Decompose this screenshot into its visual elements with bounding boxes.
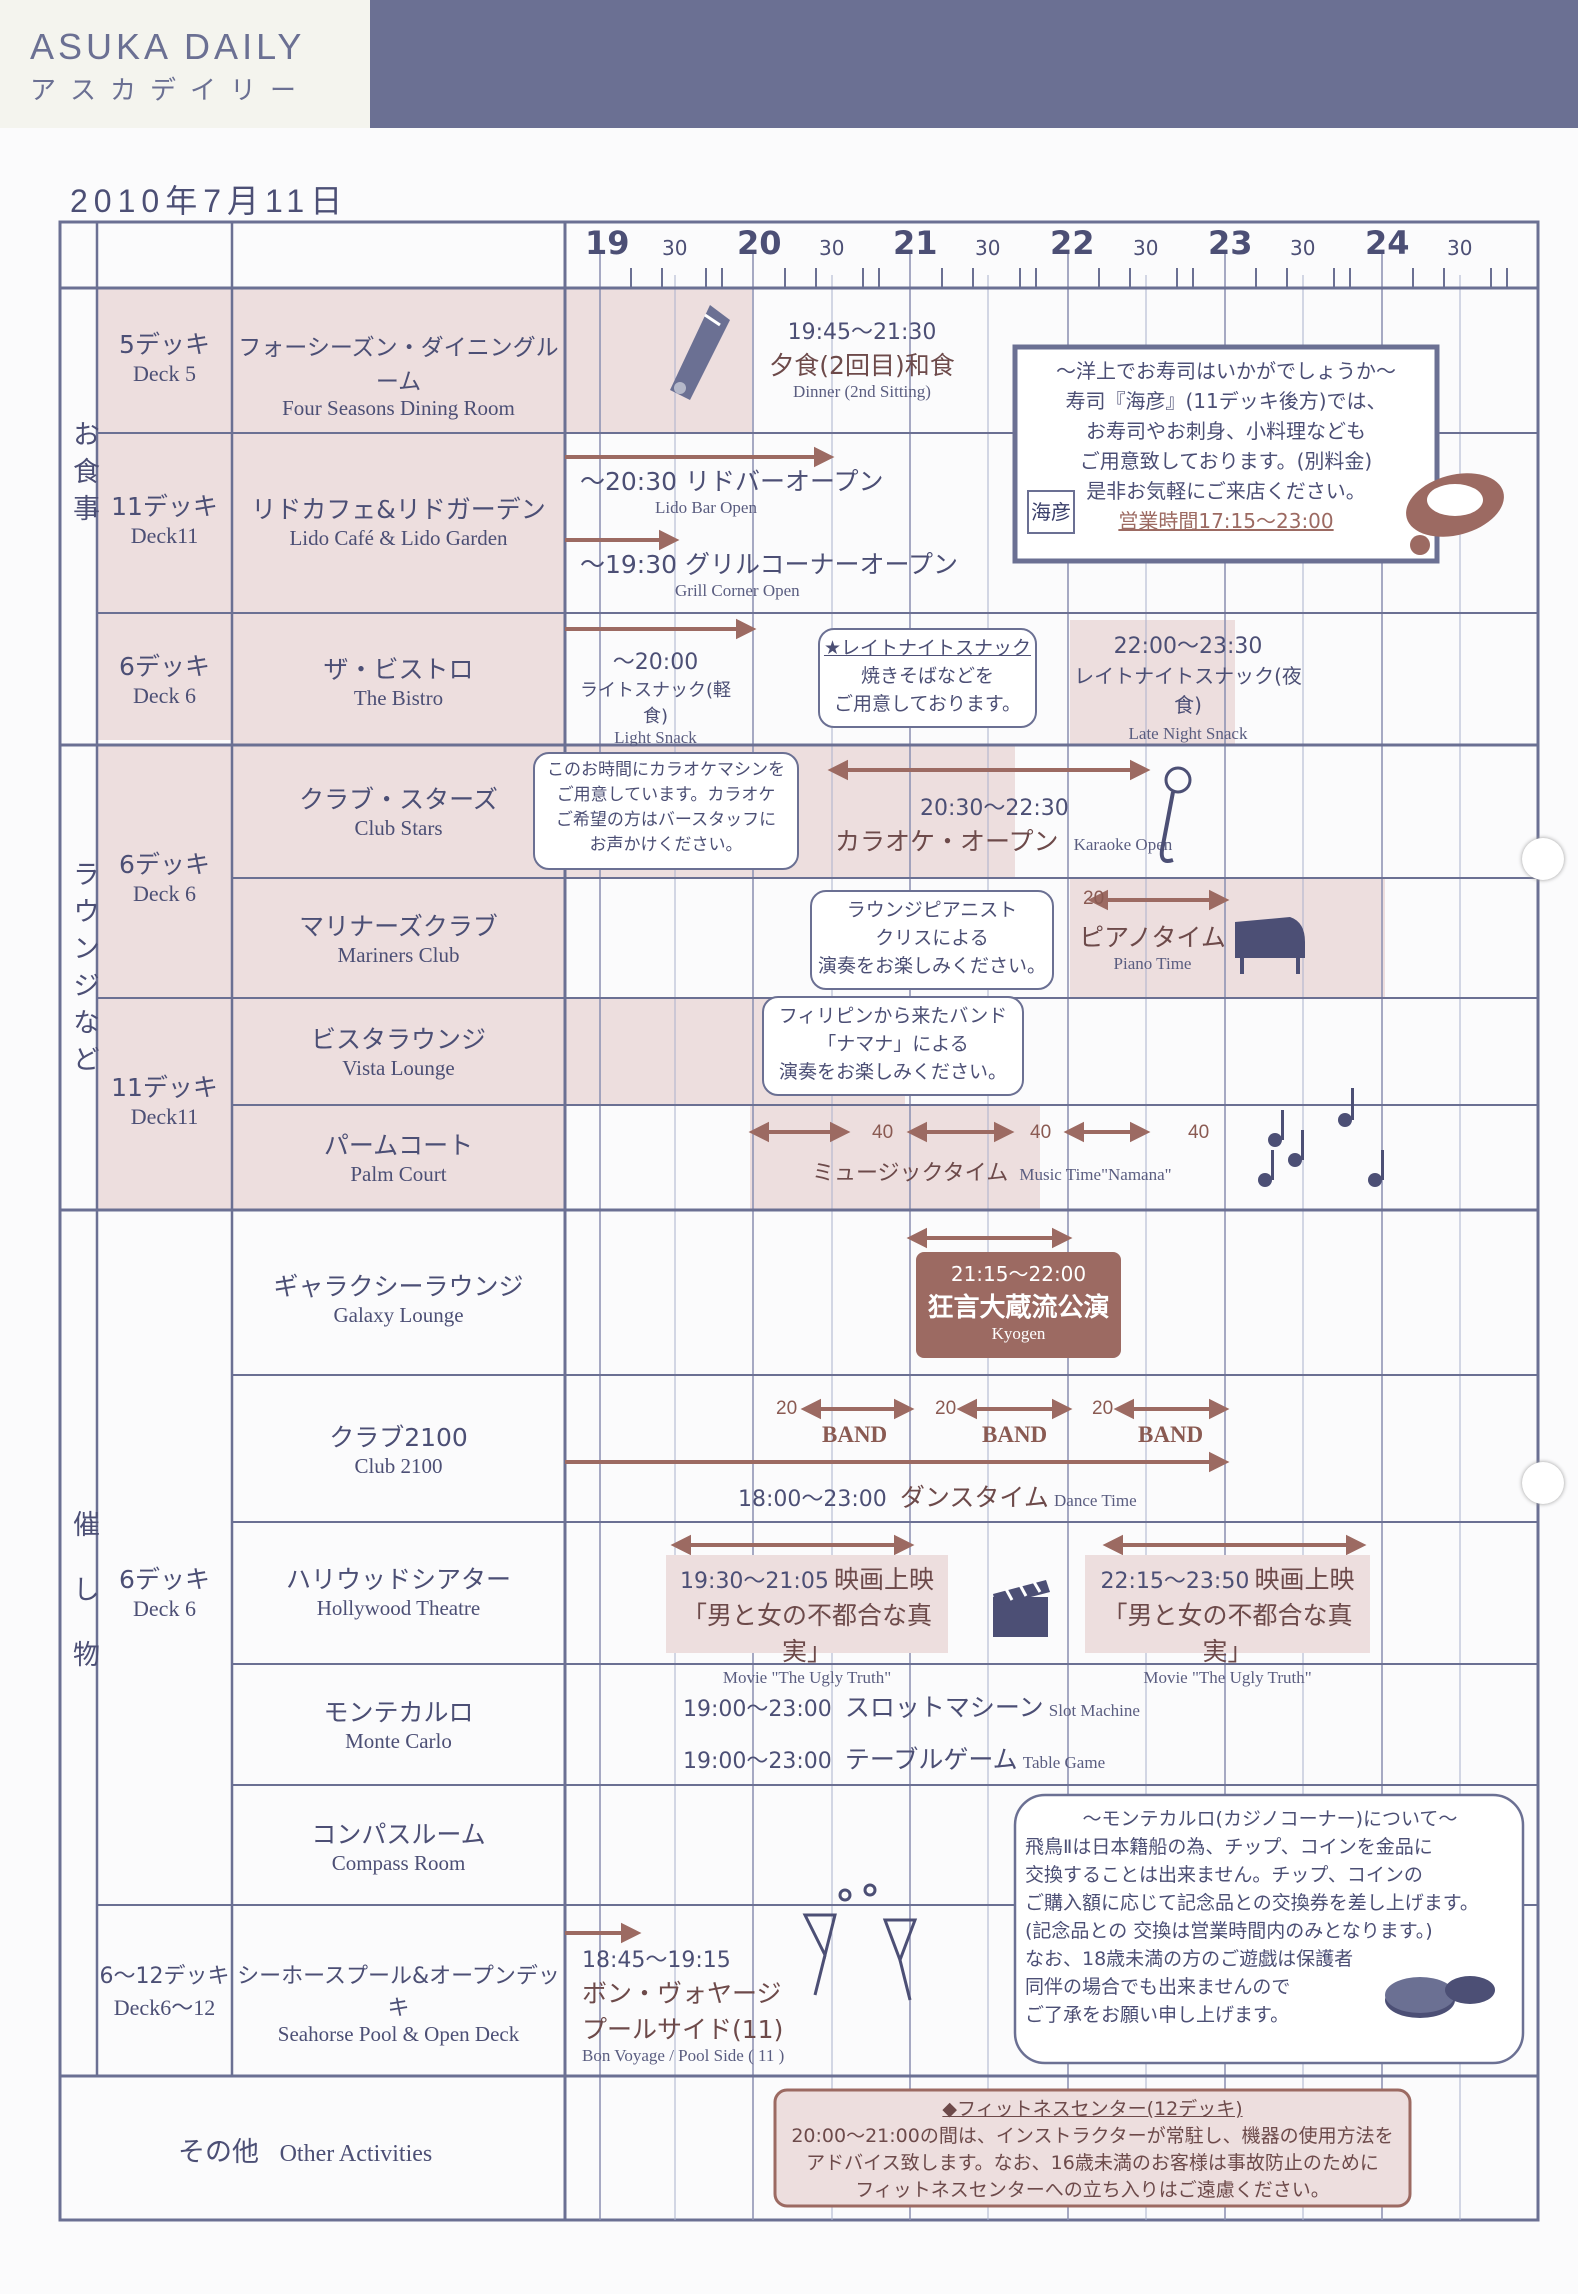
event-piano-time: 20 [1083,888,1105,909]
hour-21: 21 [893,224,938,262]
event-movie-1: 19:30〜21:05 映画上映 「男と女の不都合な真実」 Movie "The… [680,1565,934,1687]
event-music-time: ミュージックタイム Music Time"Namana" [812,1161,1172,1186]
hour-23: 23 [1208,224,1253,262]
sake-bottle-icon [660,300,740,414]
half-2030: 30 [819,236,845,260]
clapperboard-icon [988,1572,1058,1646]
half-2430: 30 [1447,236,1473,260]
binder-hole-top [1522,838,1564,880]
schedule-date: 2010年7月11日 [70,183,349,219]
band-label-1: BAND [822,1422,888,1447]
karaoke-bubble: このお時間にカラオケマシンを ご用意しています。カラオケ ご希望の方はバースタッ… [533,752,799,870]
piano-bubble: ラウンジピアニスト クリスによる 演奏をお楽しみください。 [810,890,1054,990]
music-num-1: 40 [872,1122,894,1143]
music-notes-icon [1245,1070,1415,1204]
umihiko-logo: 海彦 [1027,490,1075,534]
band-label-2: BAND [982,1422,1048,1447]
logo-kana: アスカデイリー [30,76,311,106]
event-dance-time: 18:00〜23:00 ダンスタイム Dance Time [738,1483,1137,1512]
binder-hole-bottom [1522,1462,1564,1504]
category-events: 催し物 [68,1510,99,1705]
band-num-3: 20 [1092,1398,1114,1419]
event-late-night-snack: 22:00〜23:30 レイトナイトスナック(夜食) Late Night Sn… [1074,634,1302,743]
casino-chips-icon [1380,1960,1500,2034]
event-table-game: 19:00〜23:00 テーブルゲーム Table Game [683,1745,1106,1774]
event-dinner: 19:45〜21:30 夕食(2回目)和食 Dinner (2nd Sittin… [769,320,955,401]
late-snack-bubble: ★レイトナイトスナック 焼きそばなどを ご用意しております。 [818,628,1037,728]
header-band [370,0,1578,128]
band-namana-bubble: フィリピンから来たバンド 「ナマナ」による 演奏をお楽しみください。 [762,996,1024,1096]
event-movie-2: 22:15〜23:50 映画上映 「男と女の不都合な真実」 Movie "The… [1100,1565,1355,1687]
fitness-notice: ◆フィットネスセンター(12デッキ) 20:00〜21:00の間は、インストラク… [791,2098,1394,2201]
event-light-snack: 〜20:00 ライトスナック(軽食) Light Snack [579,650,732,747]
header-logo-area [0,0,370,128]
half-1930: 30 [662,236,688,260]
event-kyogen: 21:15〜22:00 狂言大蔵流公演 Kyogen [927,1262,1110,1343]
music-num-3: 40 [1188,1122,1210,1143]
half-2130: 30 [975,236,1001,260]
sushi-notice: 〜洋上でお寿司はいかがでしょうか〜 寿司『海彦』(11デッキ後方)では、 お寿司… [1056,359,1396,533]
half-2330: 30 [1290,236,1316,260]
champagne-toast-icon [785,1875,935,2019]
sushi-plate-icon [1400,455,1510,559]
hour-22: 22 [1050,224,1095,262]
category-lounge: ラウンジなど [68,860,99,1082]
event-bon-voyage: 18:45〜19:15 ボン・ヴォヤージ プールサイド(11) Bon Voya… [582,1948,785,2065]
band-num-2: 20 [935,1398,957,1419]
music-num-2: 40 [1030,1122,1052,1143]
event-grill-corner: 〜19:30 グリルコーナーオープン Grill Corner Open [580,550,958,600]
event-lido-bar: 〜20:30 リドバーオープン Lido Bar Open [580,467,884,517]
logo-text: ASUKA DAILY [30,26,306,67]
hour-20: 20 [737,224,782,262]
other-activities-label: その他 Other Activities [178,2137,433,2168]
event-karaoke: 20:30〜22:30 カラオケ・オープン Karaoke Open [835,796,1173,856]
category-dining: お食事 [68,420,99,531]
casino-notice: 〜モンテカルロ(カジノコーナー)について〜 飛鳥Ⅱは日本籍船の為、チップ、コイン… [1025,1808,1479,2026]
piano-icon [1230,912,1310,981]
shaded-cells [97,288,1385,1210]
band-label-3: BAND [1138,1422,1204,1447]
band-num-1: 20 [776,1398,798,1419]
hour-24: 24 [1365,224,1410,262]
event-piano-label: ピアノタイム Piano Time [1079,923,1226,973]
half-2230: 30 [1133,236,1159,260]
microphone-icon [1148,765,1198,879]
event-slot-machine: 19:00〜23:00 スロットマシーン Slot Machine [683,1693,1140,1722]
hour-19: 19 [585,224,630,262]
